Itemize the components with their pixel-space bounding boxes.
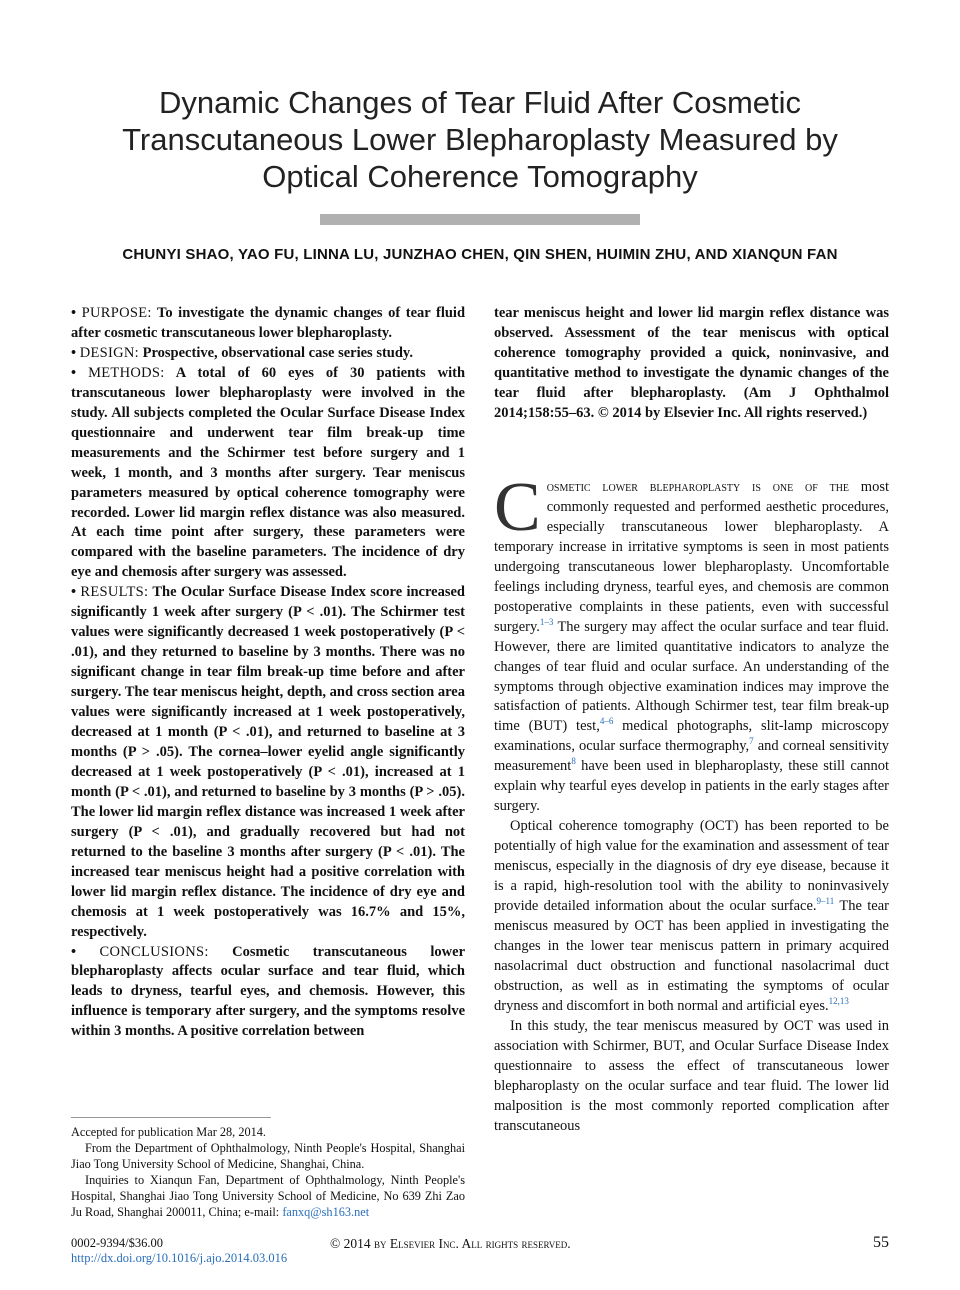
reference-link[interactable]: 4–6 xyxy=(599,716,614,727)
abstract-conclusions-continued: tear meniscus height and lower lid margi… xyxy=(494,304,889,424)
author-list: CHUNYI SHAO, YAO FU, LINNA LU, JUNZHAO C… xyxy=(122,246,838,263)
doi-link[interactable]: http://dx.doi.org/10.1016/j.ajo.2014.03.… xyxy=(71,1251,288,1265)
drop-cap: C xyxy=(494,469,541,546)
methods-text: A total of 60 eyes of 30 patients with t… xyxy=(71,364,466,581)
reference-link[interactable]: 8 xyxy=(571,756,576,767)
purpose-label: PURPOSE: xyxy=(81,305,152,321)
purpose-text: To investigate the dynamic changes of te… xyxy=(71,305,466,341)
reference-link[interactable]: 12,13 xyxy=(828,995,849,1006)
affiliation-note: From the Department of Ophthalmology, Ni… xyxy=(71,1141,465,1172)
conclusions-label: CONCLUSIONS: xyxy=(99,943,209,960)
intro-paragraph-3: In this study, the tear meniscus measure… xyxy=(494,1017,889,1134)
reference-link[interactable]: 9–11 xyxy=(816,896,835,907)
intro-text-c: medical photographs, slit-lamp microscop… xyxy=(494,718,889,755)
correspondence-note: Inquiries to Xianqun Fan, Department of … xyxy=(71,1172,465,1220)
footnote-rule xyxy=(71,1117,271,1118)
abstract-right-column: tear meniscus height and lower lid margi… xyxy=(494,304,889,424)
methods-label: METHODS: xyxy=(88,364,165,381)
intro-paragraph-2: Optical coherence tomography (OCT) has b… xyxy=(494,817,889,1017)
email-link[interactable]: fanxq@sh163.net xyxy=(282,1205,370,1220)
footer-identifiers: 0002-9394/$36.00 http://dx.doi.org/10.10… xyxy=(71,1236,287,1266)
abstract-left-column: • PURPOSE: To investigate the dynamic ch… xyxy=(71,304,465,1042)
oct-text-b: The tear meniscus measured by OCT has be… xyxy=(494,898,889,1014)
intro-text-e: have been used in blepharoplasty, these … xyxy=(494,758,889,815)
reference-link[interactable]: 1–3 xyxy=(539,616,554,627)
intro-text-d: and corneal sensitivity measurement xyxy=(494,738,890,775)
abstract-methods: • METHODS: A total of 60 eyes of 30 pati… xyxy=(71,364,466,581)
intro-text-a: most commonly requested and performed ae… xyxy=(494,479,890,635)
abstract-purpose: • PURPOSE: To investigate the dynamic ch… xyxy=(71,305,466,341)
issn: 0002-9394/$36.00 xyxy=(71,1236,164,1250)
lead-in-small-caps: osmetic lower blepharoplasty is one of t… xyxy=(546,479,850,495)
oct-text-a: Optical coherence tomography (OCT) has b… xyxy=(494,818,889,915)
intro-text-b: The surgery may affect the ocular surfac… xyxy=(494,618,889,735)
conclusions-text: Cosmetic transcutaneous lower blepharopl… xyxy=(71,943,465,1040)
footnotes: Accepted for publication Mar 28, 2014. F… xyxy=(71,1124,465,1221)
journal-citation: (Am J Ophthalmol 2014;158:55–63. © 2014 … xyxy=(494,384,889,421)
footer-copyright: © 2014 by Elsevier Inc. All rights reser… xyxy=(330,1236,571,1251)
results-label: RESULTS: xyxy=(80,584,149,601)
reference-link[interactable]: 7 xyxy=(749,736,754,747)
correspondence-text: Inquiries to Xianqun Fan, Department of … xyxy=(71,1173,465,1220)
conclusions-continued-text: tear meniscus height and lower lid margi… xyxy=(494,305,889,401)
page-number: 55 xyxy=(873,1234,889,1251)
abstract-conclusions: • CONCLUSIONS: Cosmetic transcutaneous l… xyxy=(71,943,465,1040)
abstract-results: • RESULTS: The Ocular Surface Disease In… xyxy=(71,584,465,940)
title-divider xyxy=(320,214,640,225)
accepted-note: Accepted for publication Mar 28, 2014. xyxy=(71,1125,266,1139)
article-title: Dynamic Changes of Tear Fluid After Cosm… xyxy=(122,85,838,194)
results-text: The Ocular Surface Disease Index score i… xyxy=(71,584,465,940)
design-label: DESIGN: xyxy=(79,344,139,361)
design-text: Prospective, observational case series s… xyxy=(139,344,413,361)
abstract-design: • DESIGN: Prospective, observational cas… xyxy=(71,344,413,361)
